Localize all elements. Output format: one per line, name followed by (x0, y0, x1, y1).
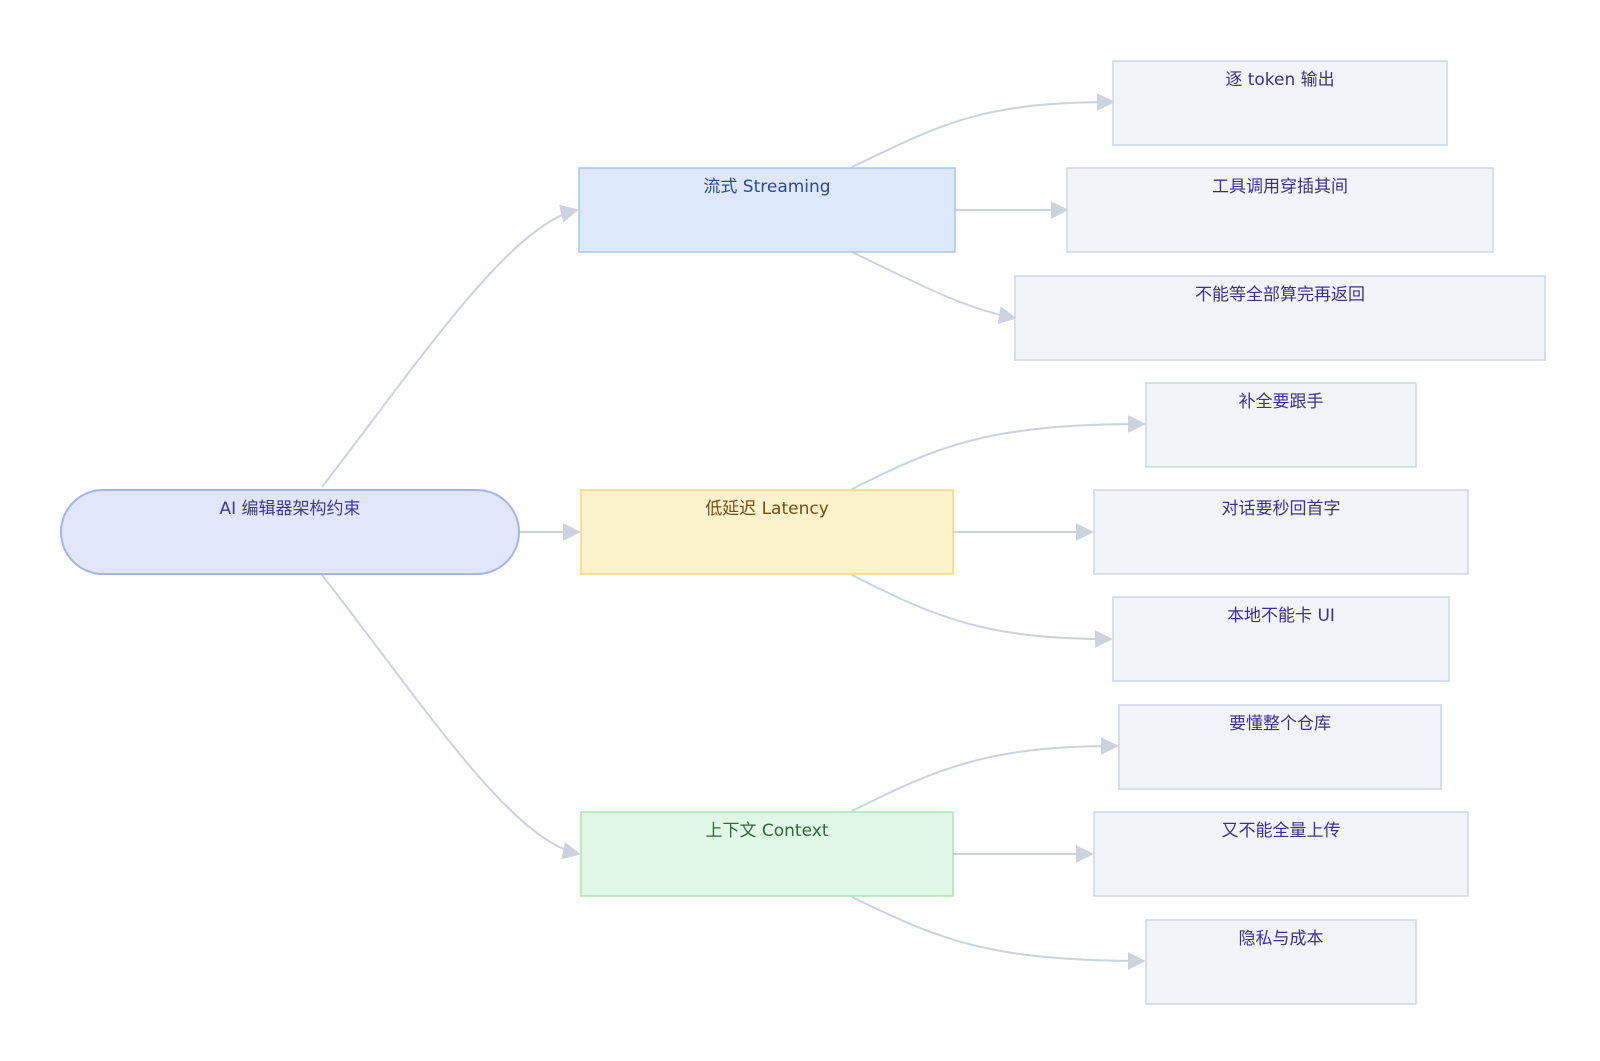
leaf-node: 又不能全量上传 (1093, 811, 1469, 897)
leaf-node: 工具调用穿插其间 (1066, 167, 1494, 253)
edge-root-to-context (321, 574, 581, 860)
branch-node-streaming: 流式 Streaming (578, 167, 956, 253)
branch-node-latency-label: 低延迟 Latency (705, 499, 829, 519)
leaf-node-label: 隐私与成本 (1239, 929, 1324, 949)
edge-root-to-streaming (321, 204, 579, 488)
edge-context-to-leaf-3 (851, 896, 1146, 970)
leaf-node: 补全要跟手 (1145, 382, 1417, 468)
branch-node-context-label: 上下文 Context (705, 821, 828, 841)
leaf-node-label: 本地不能卡 UI (1227, 606, 1335, 626)
edge-latency-to-leaf-1 (851, 415, 1146, 490)
leaf-node: 对话要秒回首字 (1093, 489, 1469, 575)
branch-node-streaming-label: 流式 Streaming (703, 177, 830, 197)
leaf-node: 逐 token 输出 (1112, 60, 1448, 146)
root-node: AI 编辑器架构约束 (60, 489, 520, 575)
leaf-node: 隐私与成本 (1145, 919, 1417, 1005)
leaf-node-label: 又不能全量上传 (1222, 821, 1341, 841)
leaf-node-label: 对话要秒回首字 (1222, 499, 1341, 519)
edge-context-to-leaf-1 (851, 737, 1119, 812)
edge-streaming-to-leaf-3 (851, 251, 1017, 325)
leaf-node: 本地不能卡 UI (1112, 596, 1450, 682)
leaf-node: 不能等全部算完再返回 (1014, 275, 1546, 361)
leaf-node: 要懂整个仓库 (1118, 704, 1442, 790)
leaf-node-label: 补全要跟手 (1239, 392, 1324, 412)
root-node-label: AI 编辑器架构约束 (219, 499, 360, 519)
leaf-node-label: 工具调用穿插其间 (1212, 177, 1348, 197)
edge-latency-to-leaf-3 (851, 574, 1113, 648)
leaf-node-label: 不能等全部算完再返回 (1195, 285, 1365, 305)
branch-node-context: 上下文 Context (580, 811, 954, 897)
leaf-node-label: 逐 token 输出 (1225, 70, 1334, 90)
branch-node-latency: 低延迟 Latency (580, 489, 954, 575)
edge-streaming-to-leaf-1 (851, 93, 1115, 168)
leaf-node-label: 要懂整个仓库 (1229, 714, 1331, 734)
